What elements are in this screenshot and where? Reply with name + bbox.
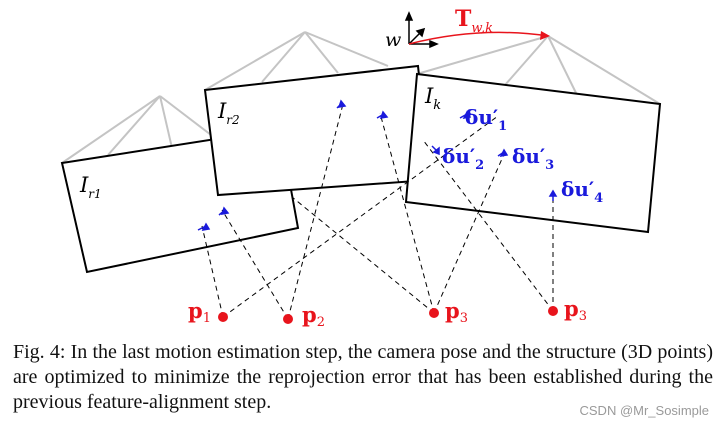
point-p3a	[429, 308, 439, 318]
transform-arrow-head	[540, 31, 550, 40]
label-I-r2: Ir2	[217, 99, 240, 127]
reprojection-arrows	[197, 99, 558, 231]
point-p1	[218, 312, 228, 322]
camera-pyramid-k	[416, 35, 661, 105]
projection-rays	[201, 103, 554, 320]
point-p2	[283, 314, 293, 324]
world-frame-axes	[404, 11, 439, 49]
image-plane-k	[404, 72, 662, 234]
label-I-k: Ik	[424, 84, 441, 113]
watermark: CSDN @Mr_Sosimple	[579, 403, 710, 418]
label-w: w	[385, 29, 401, 51]
label-transform: Tw,k	[455, 6, 493, 36]
transform-arrow	[408, 31, 549, 45]
image-plane-r2	[203, 64, 432, 197]
label-du1: δu′1	[465, 105, 507, 134]
camera-pyramid-r2	[204, 31, 389, 91]
point-p3b	[548, 306, 558, 316]
label-p3b: p3	[564, 296, 587, 324]
label-p2: p2	[302, 302, 325, 330]
label-p3a: p3	[445, 298, 468, 326]
label-p1: p1	[188, 298, 211, 326]
camera-pyramid-r1	[61, 95, 216, 164]
figure-diagram: w Tw,k Ir1 Ir2 Ik δu′1 δu′2 δu′3 δu′4 p1…	[60, 6, 662, 330]
label-du2: δu′2	[442, 144, 484, 173]
label-I-r1: Ir1	[79, 173, 102, 201]
label-du4: δu′4	[561, 177, 603, 206]
figure-caption: Fig. 4: In the last motion estimation st…	[13, 341, 713, 413]
label-du3: δu′3	[512, 144, 554, 173]
